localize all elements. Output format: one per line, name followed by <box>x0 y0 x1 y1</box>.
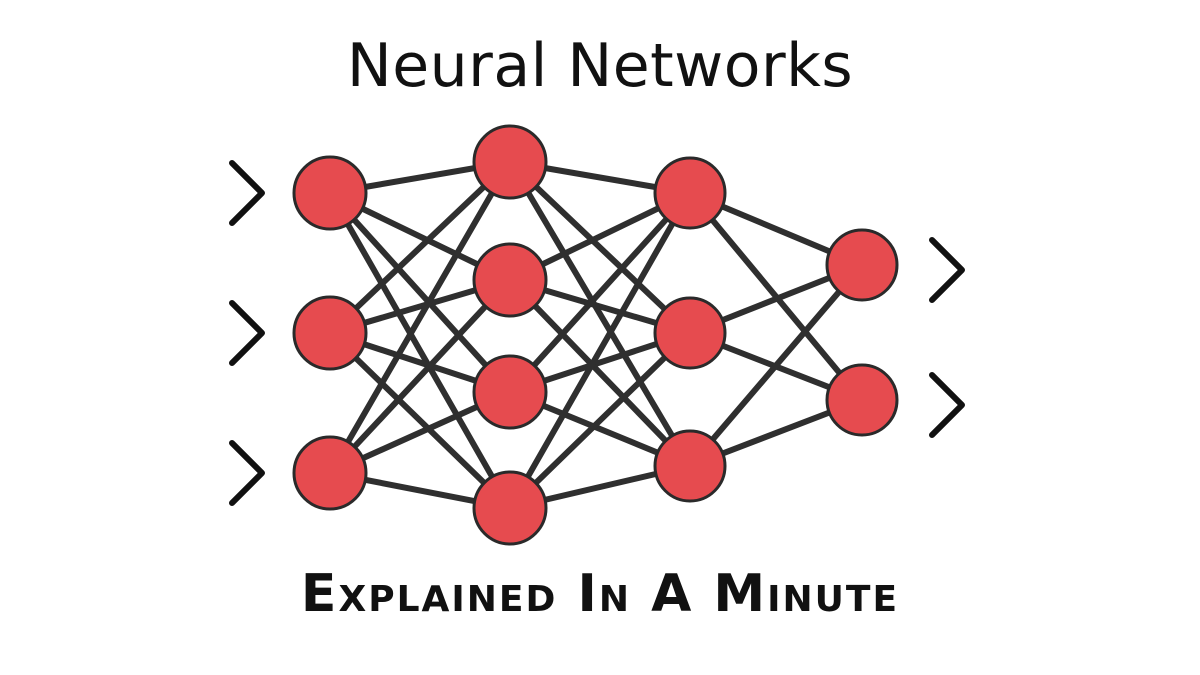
output-arrow-2-chevron-right-icon <box>929 372 965 438</box>
edge-l3-3-to-1 <box>687 262 865 469</box>
input-arrow-3-chevron-right-icon <box>229 440 265 506</box>
neuron-layer2-2 <box>472 242 548 318</box>
neuron-layer3-3 <box>653 429 727 503</box>
neuron-layer3-2 <box>653 296 727 370</box>
page-subtitle: Explained In A Minute <box>300 564 900 624</box>
page-title: Neural Networks <box>346 31 854 101</box>
neuron-layer2-3 <box>472 354 548 430</box>
input-arrow-1-chevron-right-icon <box>229 160 265 226</box>
edge-l1-1-to-4 <box>327 190 513 511</box>
input-arrow-2-chevron-right-icon <box>229 300 265 366</box>
neuron-layer3-1 <box>653 156 727 230</box>
neuron-layer4-2 <box>825 363 899 437</box>
edge-l1-2-to-1 <box>327 159 513 336</box>
edge-l2-1-to-2 <box>507 159 693 336</box>
neuron-layer1-2 <box>292 295 368 371</box>
output-arrow-1-chevron-right-icon <box>929 237 965 303</box>
neuron-layer2-4 <box>472 470 548 546</box>
edge-l2-4-to-2 <box>507 330 693 511</box>
nodes-group <box>292 124 899 546</box>
neuron-layer1-3 <box>292 435 368 511</box>
neuron-layer4-1 <box>825 228 899 302</box>
edge-l2-2-to-3 <box>507 277 693 469</box>
edge-l2-3-to-1 <box>507 190 693 395</box>
neuron-layer1-1 <box>292 155 368 231</box>
edge-l2-4-to-1 <box>507 190 693 511</box>
edge-l1-3-to-2 <box>327 277 513 476</box>
arrows-group <box>229 160 965 506</box>
edge-l1-2-to-4 <box>327 330 513 511</box>
edge-l1-3-to-1 <box>327 159 513 476</box>
neuron-layer2-1 <box>472 124 548 200</box>
edge-l1-1-to-3 <box>327 190 513 395</box>
edges-group <box>327 159 865 511</box>
edge-l2-1-to-3 <box>507 159 693 469</box>
